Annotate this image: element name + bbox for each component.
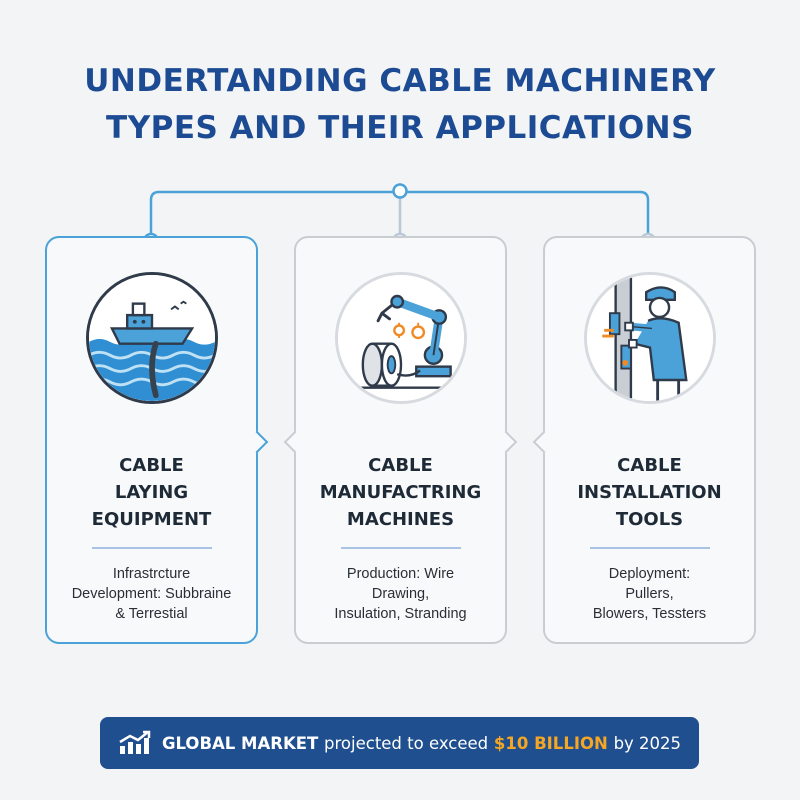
card-notch — [245, 430, 269, 454]
banner-highlight-value: $10 BILLION — [493, 733, 608, 753]
cable-laying-ship-icon — [85, 272, 218, 404]
card-divider — [91, 547, 212, 549]
card-divider — [589, 547, 710, 549]
card-description: Deployment: Pullers, Blowers, Tessters — [592, 566, 707, 622]
card-notch — [532, 430, 556, 454]
page-title: UNDERTANDING CABLE MACHINERY TYPES AND T… — [0, 58, 800, 152]
card-cable-manufacturing[interactable]: CABLE MANUFACTRING MACHINES Production: … — [283, 236, 518, 644]
card-description: Infrastrcture Development: Subbraine & T… — [71, 566, 232, 622]
technician-installation-icon — [583, 272, 716, 404]
card-notch — [283, 430, 307, 454]
card-notch — [494, 430, 518, 454]
card-title: CABLE LAYING EQUIPMENT — [91, 455, 212, 530]
growth-chart-icon — [119, 730, 151, 754]
card-title: CABLE INSTALLATION TOOLS — [577, 455, 722, 530]
card-description: Production: Wire Drawing, Insulation, St… — [334, 566, 467, 622]
top-node — [392, 183, 408, 199]
page-title-line-1: UNDERTANDING CABLE MACHINERY — [84, 63, 716, 99]
card-title: CABLE MANUFACTRING MACHINES — [319, 455, 482, 530]
robot-arm-cable-spool-icon — [334, 272, 467, 404]
banner-text-end: by 2025 — [613, 733, 682, 753]
page-title-line-2: TYPES AND THEIR APPLICATIONS — [106, 110, 694, 146]
banner-text-strong: GLOBAL MARKET — [161, 733, 319, 753]
card-divider — [340, 547, 461, 549]
card-cable-installation[interactable]: CABLE INSTALLATION TOOLS Deployment: Pul… — [532, 236, 756, 644]
card-cable-laying[interactable]: CABLE LAYING EQUIPMENT Infrastrcture Dev… — [45, 236, 269, 644]
market-banner: GLOBAL MARKET projected to exceed $10 BI… — [100, 717, 699, 769]
banner-text: projected to exceed — [324, 733, 489, 753]
